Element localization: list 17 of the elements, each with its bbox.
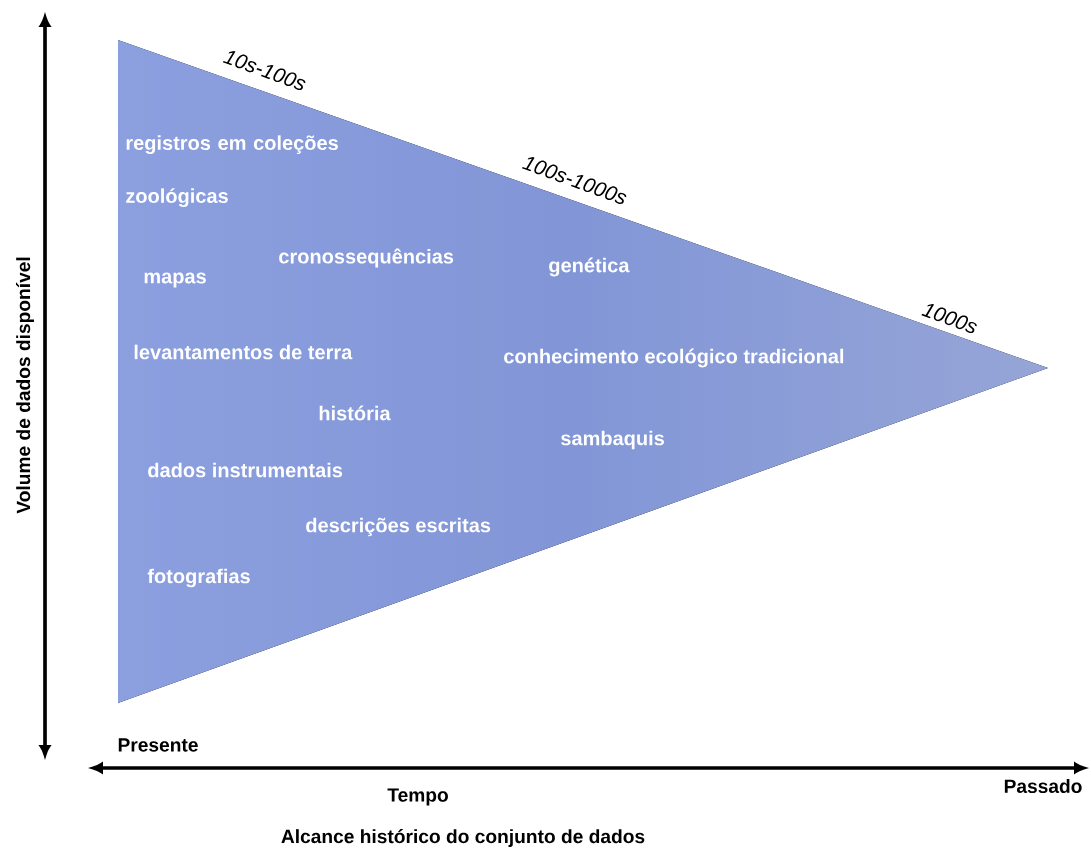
- triangle-band: [118, 40, 1048, 703]
- term-label: levantamentos de terra: [134, 344, 353, 360]
- axis-label: Tempo: [387, 788, 448, 806]
- axis-label: Volume de dados disponível: [16, 257, 34, 514]
- term-label: sambaquis: [561, 430, 664, 450]
- term-label: dados instrumentais: [148, 462, 343, 478]
- range-label: 1000s: [921, 304, 977, 334]
- term-label: descrições escritas: [306, 517, 491, 537]
- axis-label: Passado: [1004, 778, 1082, 794]
- term-label: fotografias: [147, 568, 250, 588]
- term-label: cronossequências: [279, 248, 454, 268]
- axis-label: Alcance histórico do conjunto de dados: [281, 828, 645, 847]
- term-label: conhecimento ecológico tradicional: [504, 348, 844, 368]
- term-label: história: [319, 405, 391, 421]
- term-label: mapas: [144, 272, 206, 288]
- term-label: genética: [549, 257, 630, 277]
- axis-label: Presente: [118, 738, 198, 752]
